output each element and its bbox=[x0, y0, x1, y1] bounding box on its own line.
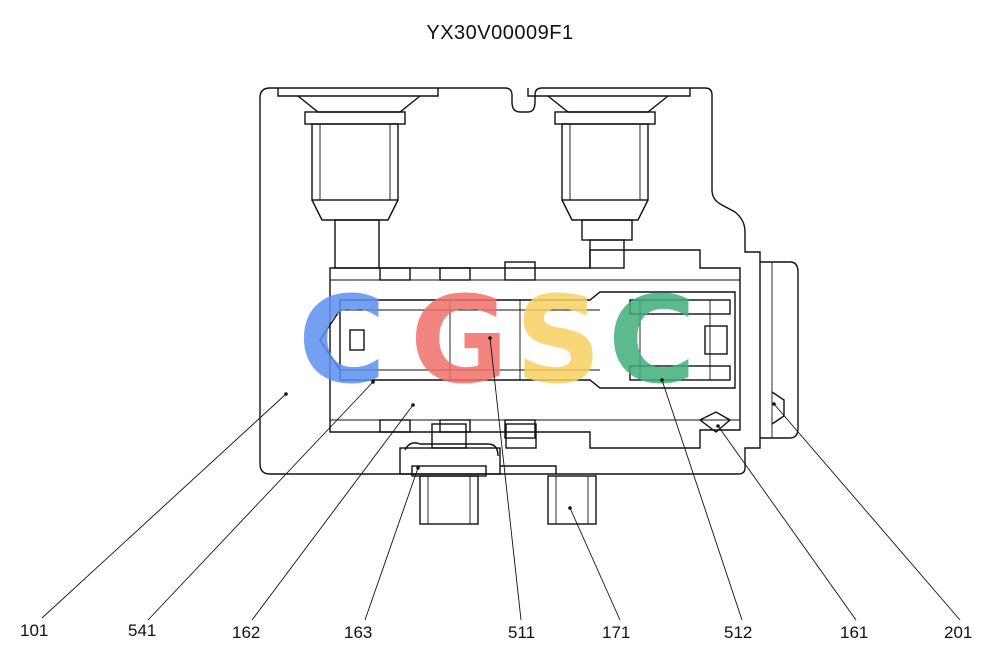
callout-label-163: 163 bbox=[344, 623, 372, 642]
spool-bore bbox=[329, 249, 741, 449]
watermark-letter-g: G bbox=[410, 272, 509, 411]
diagram-title: YX30V00009F1 bbox=[426, 22, 574, 44]
right-top-plug bbox=[547, 95, 669, 269]
callout-541: 541 bbox=[128, 380, 375, 640]
end-plug bbox=[698, 261, 799, 439]
callout-label-511: 511 bbox=[508, 623, 535, 642]
watermark-letter-c2: C bbox=[608, 272, 696, 411]
callout-161: 161 bbox=[716, 424, 868, 642]
callout-label-162: 162 bbox=[232, 623, 260, 642]
callout-label-512: 512 bbox=[724, 623, 752, 642]
callout-171: 171 bbox=[568, 506, 630, 642]
bottom-fitting-163 bbox=[399, 423, 501, 525]
spring bbox=[629, 299, 731, 381]
callout-511: 511 bbox=[488, 336, 535, 642]
watermark-letter-c1: C bbox=[298, 272, 386, 411]
callout-201: 201 bbox=[772, 402, 972, 642]
callout-label-541: 541 bbox=[128, 621, 156, 640]
callout-label-201: 201 bbox=[944, 623, 972, 642]
spool bbox=[319, 291, 736, 389]
callout-512: 512 bbox=[660, 378, 752, 642]
callout-101: 101 bbox=[20, 392, 288, 640]
callout-label-171: 171 bbox=[602, 623, 630, 642]
callout-label-161: 161 bbox=[840, 623, 868, 642]
callout-label-101: 101 bbox=[20, 621, 48, 640]
callout-162: 162 bbox=[232, 403, 415, 642]
housing-body bbox=[259, 87, 761, 475]
callout-163: 163 bbox=[344, 466, 420, 642]
left-top-flange bbox=[277, 88, 439, 97]
right-top-flange bbox=[527, 88, 691, 97]
bottom-fitting-171 bbox=[500, 423, 597, 525]
watermark-letter-s: S bbox=[515, 272, 601, 411]
